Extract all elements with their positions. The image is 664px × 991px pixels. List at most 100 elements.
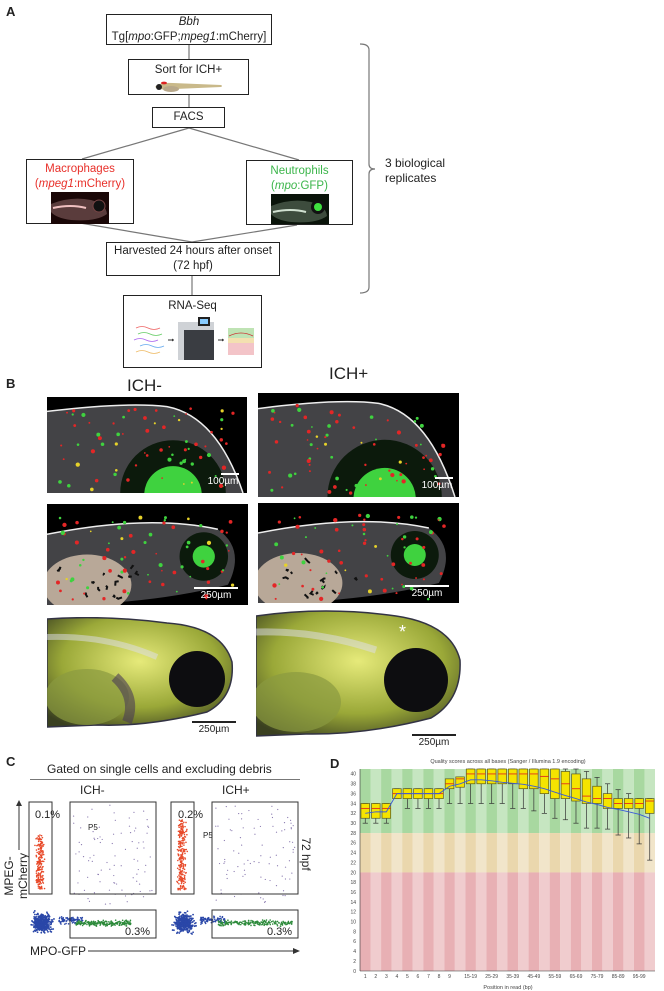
arrow-macrophages-to-harvest	[79, 222, 193, 243]
strain-genotype: Tg[mpo:GFP;mpeg1:mCherry]	[107, 30, 271, 45]
neutrophils-reporter: (mpo:GFP)	[247, 179, 352, 194]
replicates-line: replicates	[385, 171, 437, 185]
macrophages-box: Macrophages (mpeg1:mCherry)	[26, 159, 134, 224]
sort-box: Sort for ICH+	[128, 59, 249, 95]
facs-box: FACS	[152, 107, 225, 128]
gate-gfp-positive	[69, 909, 157, 939]
x-tick-label: 2	[374, 974, 377, 980]
reporter-part: :GFP)	[297, 180, 328, 192]
replicates-note: 3 biological replicates	[385, 156, 445, 186]
zone-poor-stripe	[370, 872, 382, 971]
y-tick-label: 28	[350, 831, 356, 837]
harvest-timepoint: (72 hpf)	[173, 260, 213, 272]
box-iqr	[371, 803, 381, 819]
zone-poor-stripe	[454, 872, 466, 971]
panel-label-a: A	[6, 4, 16, 19]
title-divider	[30, 779, 300, 780]
y-tick-label: 4	[353, 949, 356, 955]
x-tick-label: 3	[385, 974, 388, 980]
genotype-part: :mCherry]	[215, 31, 267, 43]
zone-poor-stripe	[602, 872, 613, 971]
neutrophils-title: Neutrophils	[270, 165, 329, 177]
facs-gating-title: Gated on single cells and excluding debr…	[47, 762, 272, 776]
facs-label: FACS	[173, 111, 204, 123]
y-tick-label: 18	[350, 880, 356, 886]
scale-bar: 250µm	[412, 734, 456, 748]
x-tick-label: 5	[406, 974, 409, 980]
column-header-ich-negative: ICH-	[127, 376, 162, 395]
fluorescence-micrograph	[47, 404, 244, 493]
zone-good-stripe	[391, 769, 403, 834]
y-axis-arrow	[16, 800, 22, 850]
box-iqr	[645, 798, 655, 814]
zone-reasonable-stripe	[444, 833, 455, 873]
zone-reasonable-stripe	[528, 833, 540, 873]
zone-reasonable-stripe	[591, 833, 603, 873]
gate-p5	[211, 801, 299, 895]
x-axis-arrow	[88, 948, 300, 954]
gate-gfp-positive	[211, 909, 299, 939]
reporter-part: :mCherry)	[73, 178, 126, 190]
box-iqr	[360, 803, 370, 819]
brightfield-image-ich-pos: *	[256, 610, 461, 737]
scale-bar: 250µm	[194, 587, 238, 601]
reporter-part: (	[271, 180, 275, 192]
zone-reasonable-stripe	[391, 833, 403, 873]
box-iqr	[476, 768, 486, 785]
y-tick-label: 10	[350, 920, 356, 926]
y-tick-label: 24	[350, 851, 356, 857]
macrophages-reporter: (mpeg1:mCherry)	[27, 177, 133, 192]
zone-poor-stripe	[570, 872, 582, 971]
zone-poor-stripe	[518, 872, 529, 971]
box-iqr	[497, 768, 507, 785]
zebrafish-larva-illustration	[154, 81, 222, 92]
reporter-part: (	[34, 178, 39, 190]
zone-poor-stripe	[644, 872, 655, 971]
zone-poor-stripe	[496, 872, 508, 971]
zone-reasonable-stripe	[465, 833, 476, 873]
facs-plot-ich-positive: 0.2% P5 0.3%	[170, 801, 299, 939]
zone-reasonable-stripe	[602, 833, 613, 873]
zone-reasonable-stripe	[412, 833, 424, 873]
box-iqr	[539, 768, 550, 794]
box-series	[360, 768, 655, 861]
scale-bar-label: 250µm	[200, 590, 232, 601]
zone-good-stripe	[360, 769, 371, 834]
zone-poor-stripe	[539, 872, 550, 971]
facs-label-ich-negative: ICH-	[80, 783, 105, 797]
rnaseq-label: RNA-Seq	[168, 300, 217, 312]
zone-poor-stripe	[391, 872, 403, 971]
x-tick-label: 85-89	[612, 974, 625, 980]
zone-reasonable-stripe	[518, 833, 529, 873]
zone-reasonable-stripe	[454, 833, 466, 873]
gate-mcherry-percent: 0.2%	[178, 809, 203, 821]
scale-bar: 100µm	[207, 473, 239, 487]
gate-name: P5	[88, 823, 98, 832]
fluorescence-image-ich-neg-whole: 250µm	[47, 504, 248, 605]
y-tick-label: 8	[353, 929, 356, 935]
y-tick-label: 32	[350, 811, 356, 817]
y-tick-label: 14	[350, 900, 356, 906]
zone-poor-stripe	[402, 872, 413, 971]
x-tick-label: 15-19	[464, 974, 477, 980]
zone-poor-stripe	[433, 872, 445, 971]
x-tick-label: 7	[427, 974, 430, 980]
zone-poor-stripe	[549, 872, 561, 971]
y-tick-label: 12	[350, 910, 356, 916]
zone-poor-stripe	[381, 872, 392, 971]
zone-reasonable-stripe	[507, 833, 519, 873]
zone-reasonable-stripe	[560, 833, 571, 873]
zone-poor-stripe	[412, 872, 424, 971]
scale-bar-label: 250µm	[411, 588, 443, 599]
y-tick-label: 38	[350, 782, 356, 788]
x-tick-label: 9	[448, 974, 451, 980]
harvest-box: Harvested 24 hours after onset (72 hpf)	[106, 242, 280, 276]
facs-event-dots	[171, 805, 296, 935]
x-tick-label: 8	[438, 974, 441, 980]
fluorescence-micrograph	[258, 513, 446, 603]
x-tick-label: 6	[417, 974, 420, 980]
x-tick-label: 45-49	[527, 974, 540, 980]
gate-mcherry-positive	[170, 801, 195, 895]
box-iqr	[508, 768, 518, 785]
